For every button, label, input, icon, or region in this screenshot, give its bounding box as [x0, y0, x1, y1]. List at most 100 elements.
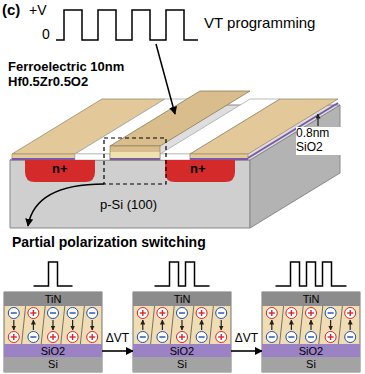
- highlight-box: [104, 138, 166, 184]
- charge-sign: [291, 310, 292, 316]
- polarization-arrow: [13, 320, 14, 330]
- negative-charge: [8, 308, 19, 319]
- charge-sign: [308, 336, 314, 337]
- positive-charge: [28, 308, 39, 319]
- contact-stripe: [12, 154, 75, 160]
- positive-charge: [48, 332, 59, 343]
- polarization-arrow: [181, 320, 182, 330]
- charge-sign: [179, 312, 185, 313]
- gate-stripe: [110, 91, 250, 146]
- positive-charge: [8, 332, 19, 343]
- charge-sign: [220, 334, 221, 340]
- charge-sign: [11, 312, 17, 313]
- positive-charge: [286, 308, 297, 319]
- polarization-arrow: [201, 320, 202, 330]
- charge-sign: [269, 336, 275, 337]
- ferroelectric-layer: [4, 306, 102, 344]
- charge-sign: [72, 334, 73, 340]
- positive-charge: [196, 308, 207, 319]
- shift-arrow: [231, 350, 262, 352]
- leader-arrow: [318, 114, 319, 126]
- edge-label: ΔVT: [105, 331, 130, 345]
- charge-sign: [328, 312, 334, 313]
- negative-charge: [196, 332, 207, 343]
- layer-name: Si: [177, 358, 187, 371]
- negative-charge: [87, 308, 98, 319]
- pulse-train: [276, 262, 347, 286]
- charge-sign: [140, 336, 146, 337]
- contact-stripe: [190, 154, 248, 160]
- domain-wall: [280, 306, 284, 344]
- positive-charge: [87, 332, 98, 343]
- figure-label: Ferroelectric 10nm Hf0.5Zr0.5O2: [8, 60, 148, 90]
- negative-charge: [28, 332, 39, 343]
- figure-label: p-Si (100): [100, 198, 157, 213]
- negative-charge: [137, 332, 148, 343]
- programming-arrow: [156, 44, 175, 114]
- panel-outline: [4, 292, 102, 372]
- positive-charge: [137, 308, 148, 319]
- negative-charge: [286, 332, 297, 343]
- charge-sign: [310, 310, 311, 316]
- pulse-train: [155, 262, 210, 286]
- charge-sign: [142, 310, 143, 316]
- oxide-layer: [190, 158, 248, 160]
- spacer-stripe: [75, 154, 110, 160]
- polarization-arrow: [330, 320, 331, 330]
- polarization-arrow: [92, 320, 93, 330]
- panel-outline: [262, 292, 360, 372]
- charge-sign: [33, 310, 34, 316]
- layer-band: TiN: [262, 292, 360, 306]
- charge-sign: [271, 310, 272, 316]
- layer-band: TiN: [133, 292, 231, 306]
- domain-wall: [190, 306, 194, 344]
- positive-charge: [177, 332, 188, 343]
- charge-sign: [30, 336, 36, 337]
- charge-sign: [13, 334, 14, 340]
- charge-sign: [199, 336, 205, 337]
- panel-outline: [133, 292, 231, 372]
- polarization-arrow: [350, 320, 351, 330]
- domain-wall: [299, 306, 303, 344]
- layer-band: SiO2: [4, 344, 102, 358]
- negative-charge: [325, 308, 336, 319]
- pulse-train: [56, 10, 198, 40]
- figure-label: VT programming: [204, 14, 315, 31]
- polarization-arrow: [142, 320, 143, 330]
- charge-sign: [52, 334, 53, 340]
- charge-sign: [330, 334, 331, 340]
- domain-wall: [22, 306, 26, 344]
- pulse-train: [34, 262, 73, 286]
- edge-label: ΔVT: [234, 331, 259, 345]
- negative-charge: [266, 332, 277, 343]
- figure-label: +V: [29, 2, 47, 18]
- positive-charge: [306, 308, 317, 319]
- charge-sign: [201, 310, 202, 316]
- ferroelectric-layer: [262, 306, 360, 344]
- charge-sign: [89, 312, 95, 313]
- negative-charge: [306, 332, 317, 343]
- positive-charge: [67, 332, 78, 343]
- gate-metal: [110, 146, 160, 152]
- negative-charge: [67, 308, 78, 319]
- figure-label: 0.8nm SiO2: [296, 127, 346, 155]
- polarization-arrow: [72, 320, 73, 330]
- positive-charge: [266, 308, 277, 319]
- charge-sign: [288, 336, 294, 337]
- layer-band: SiO2: [262, 344, 360, 358]
- domain-wall: [41, 306, 45, 344]
- polarization-arrow: [33, 320, 34, 330]
- positive-charge: [325, 332, 336, 343]
- domain-wall: [319, 306, 323, 344]
- negative-charge: [177, 308, 188, 319]
- substrate-front: [10, 160, 250, 228]
- charge-sign: [218, 312, 224, 313]
- pulse-and-domain-group: [4, 10, 360, 372]
- layer-band: Si: [133, 357, 231, 372]
- figure-label: n+: [190, 162, 206, 177]
- layer-name: TiN: [303, 293, 320, 306]
- polarization-arrow: [291, 320, 292, 330]
- domain-wall: [151, 306, 155, 344]
